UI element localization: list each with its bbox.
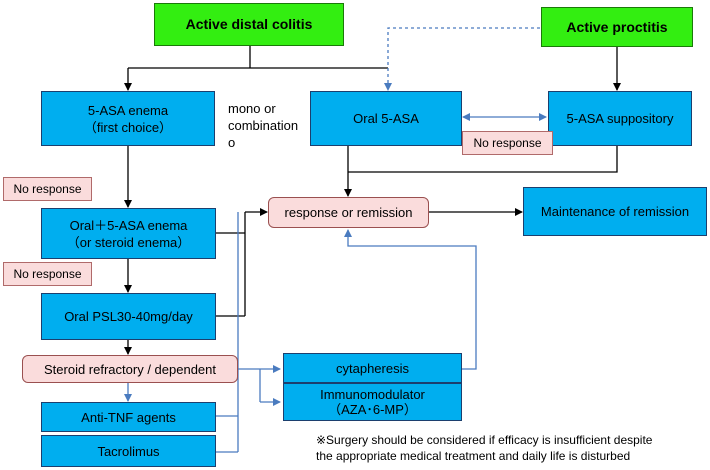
active-distal-colitis-box: Active distal colitis bbox=[154, 3, 344, 46]
arrow-proctitis-dashed bbox=[384, 27, 540, 91]
mono-combination-text: mono or combination o bbox=[228, 100, 298, 151]
oral-asa-enema-box: Oral＋5-ASA enema （or steroid enema） bbox=[41, 208, 216, 259]
asa-enema-box: 5-ASA enema （first choice） bbox=[41, 91, 215, 146]
oral-asa-enema-sublabel: （or steroid enema） bbox=[66, 234, 191, 250]
asa-suppository-box: 5-ASA suppository bbox=[548, 91, 692, 146]
mono-combination-line1: mono or bbox=[228, 101, 276, 116]
immunomodulator-label: Immunomodulator bbox=[320, 387, 425, 402]
surgery-footnote: ※Surgery should be considered if efficac… bbox=[316, 432, 652, 464]
tacrolimus-label: Tacrolimus bbox=[97, 443, 160, 459]
arrow-biologics-response bbox=[216, 212, 239, 453]
response-remission-box: response or remission bbox=[268, 197, 429, 228]
oral-5asa-box: Oral 5-ASA bbox=[310, 91, 462, 146]
oral-asa-enema-label: Oral＋5-ASA enema bbox=[69, 217, 188, 233]
surgery-footnote-line1: ※Surgery should be considered if efficac… bbox=[316, 433, 653, 447]
surgery-footnote-line2: the appropriate medical treatment and da… bbox=[316, 449, 631, 463]
response-remission-label: response or remission bbox=[284, 205, 413, 220]
cytapheresis-box: cytapheresis bbox=[283, 353, 462, 383]
maintenance-remission-label: Maintenance of remission bbox=[540, 204, 690, 219]
oral-5asa-label: Oral 5-ASA bbox=[353, 111, 419, 126]
steroid-refractory-box: Steroid refractory / dependent bbox=[22, 355, 238, 383]
immunomodulator-sublabel: （AZA･6-MP） bbox=[328, 402, 417, 417]
asa-enema-label: 5-ASA enema bbox=[87, 102, 169, 118]
steroid-refractory-label: Steroid refractory / dependent bbox=[44, 361, 216, 377]
arrow-cyta-response bbox=[344, 229, 477, 370]
maintenance-remission-box: Maintenance of remission bbox=[523, 187, 707, 236]
arrow-suppository-response bbox=[348, 146, 618, 173]
no-response-label: No response bbox=[13, 181, 82, 196]
no-response-tag-combined: No response bbox=[3, 262, 92, 286]
active-distal-colitis-label: Active distal colitis bbox=[185, 16, 313, 32]
oral-psl-box: Oral PSL30-40mg/day bbox=[41, 293, 216, 340]
cytapheresis-label: cytapheresis bbox=[336, 360, 409, 376]
asa-suppository-label: 5-ASA suppository bbox=[566, 111, 674, 126]
arrow-steroid-cyta-immuno bbox=[238, 365, 281, 406]
no-response-label: No response bbox=[13, 266, 82, 281]
tacrolimus-box: Tacrolimus bbox=[41, 435, 216, 467]
no-response-tag-enema: No response bbox=[3, 177, 92, 201]
arrow-distal-colitis-split bbox=[124, 45, 388, 91]
no-response-tag-oral: No response bbox=[462, 131, 553, 155]
anti-tnf-box: Anti-TNF agents bbox=[41, 402, 216, 432]
mono-combination-line3: o bbox=[228, 135, 236, 150]
mono-combination-line2: combination bbox=[228, 118, 299, 133]
active-proctitis-label: Active proctitis bbox=[566, 18, 668, 35]
asa-enema-sublabel: （first choice） bbox=[83, 119, 173, 135]
active-proctitis-box: Active proctitis bbox=[541, 7, 693, 47]
arrow-oral-enema-psl-response bbox=[216, 208, 268, 317]
anti-tnf-label: Anti-TNF agents bbox=[81, 409, 176, 425]
immunomodulator-box: Immunomodulator （AZA･6-MP） bbox=[283, 383, 462, 421]
no-response-label: No response bbox=[473, 135, 542, 150]
oral-psl-label: Oral PSL30-40mg/day bbox=[64, 309, 193, 324]
